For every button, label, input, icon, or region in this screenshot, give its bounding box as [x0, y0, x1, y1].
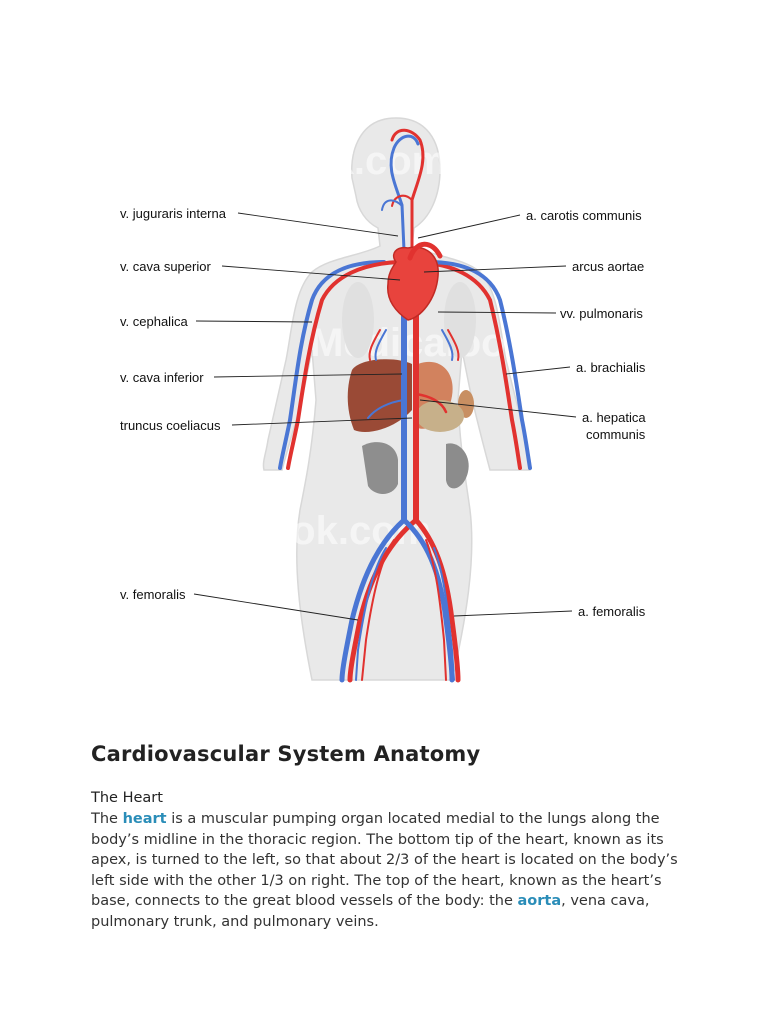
paragraph-text-2: is a muscular pumping organ located medi…	[91, 811, 678, 909]
labels-right: a. carotis communis arcus aortae vv. pul…	[526, 208, 646, 619]
colon-left	[362, 442, 398, 494]
leader-v-cava-inferior	[213, 373, 403, 378]
leader-a-hepatica-communis	[419, 399, 577, 418]
label-vv-pulmonaris: vv. pulmonaris	[560, 306, 643, 321]
leader-v-femoralis	[193, 593, 359, 621]
leader-truncus-coeliacus	[231, 417, 413, 426]
label-v-cephalica: v. cephalica	[120, 314, 188, 329]
leader-arcus-aortae	[423, 265, 567, 273]
section-paragraph: The heart is a muscular pumping organ lo…	[91, 809, 691, 932]
head-vessels	[381, 128, 425, 252]
liver	[347, 359, 412, 432]
arm-vessels	[278, 260, 532, 470]
label-v-cava-superior: v. cava superior	[120, 259, 211, 274]
leader-a-carotis-communis	[417, 214, 521, 239]
label-a-hepatica: a. hepatica	[582, 410, 646, 425]
leader-v-cephalica	[195, 320, 313, 323]
leader-lines	[193, 212, 577, 621]
circulatory-system-diagram: Medicalook.com Medicalook.com Medicalook…	[120, 117, 646, 683]
label-v-femoralis: v. femoralis	[120, 587, 186, 602]
article: Cardiovascular System Anatomy The Heart …	[91, 742, 691, 932]
aorta-link[interactable]: aorta	[517, 893, 562, 909]
label-v-cava-inferior: v. cava inferior	[120, 370, 204, 385]
watermark-top: Medicalook.com	[136, 139, 447, 183]
leader-v-cava-superior	[221, 265, 401, 281]
paragraph-text-1: The	[91, 811, 123, 827]
label-a-carotis-communis: a. carotis communis	[526, 208, 642, 223]
article-title: Cardiovascular System Anatomy	[91, 742, 481, 766]
label-communis: communis	[586, 427, 646, 442]
label-arcus-aortae: arcus aortae	[572, 259, 644, 274]
leader-vv-pulmonaris	[437, 311, 557, 314]
intestine-right	[446, 443, 469, 489]
leader-a-brachialis	[505, 366, 571, 375]
lung-right	[444, 282, 476, 358]
label-a-femoralis: a. femoralis	[578, 604, 646, 619]
label-a-brachialis: a. brachialis	[576, 360, 646, 375]
leader-a-femoralis	[453, 610, 573, 617]
heart-link[interactable]: heart	[122, 811, 167, 827]
section-heading: The Heart	[91, 790, 163, 806]
label-truncus-coeliacus: truncus coeliacus	[120, 418, 221, 433]
pancreas	[416, 400, 464, 432]
label-v-juguraris-interna: v. juguraris interna	[120, 206, 227, 221]
leader-v-juguraris-interna	[237, 212, 399, 237]
lung-left	[342, 282, 374, 358]
leg-vessels	[339, 517, 461, 683]
heart	[387, 241, 443, 321]
paragraph-text-3: , vena cava, pulmonary trunk, and pulmon…	[91, 893, 650, 930]
labels-left: v. juguraris interna v. cava superior v.…	[120, 206, 227, 602]
organs	[342, 282, 476, 494]
